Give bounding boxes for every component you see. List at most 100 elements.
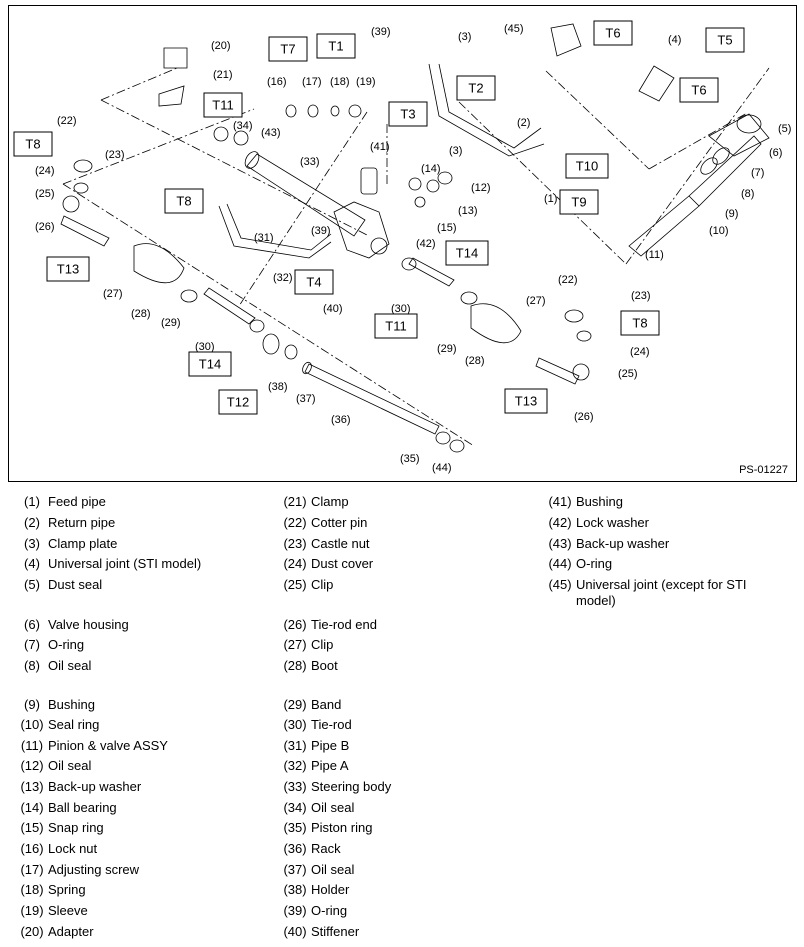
callout-label: (45)	[504, 23, 524, 35]
torque-label-text: T2	[468, 81, 483, 96]
legend-number: (26)	[283, 617, 307, 632]
torque-label-text: T7	[280, 42, 295, 57]
legend-number: (14)	[20, 800, 44, 815]
callout-label: (10)	[709, 225, 729, 237]
legend-number: (18)	[20, 882, 44, 897]
torque-label-t13b: T13	[504, 388, 548, 414]
legend-label: Pipe B	[311, 738, 350, 753]
callout-label: (24)	[35, 165, 55, 177]
torque-label-box	[456, 75, 496, 101]
small-parts	[73, 23, 675, 453]
callout-label: (31)	[254, 232, 274, 244]
torque-label-t14a: T14	[445, 240, 489, 266]
legend-label: Universal joint (STI model)	[48, 556, 202, 571]
diagram-canvas: T7T1T11T8T3T2T6T5T6T10T9T8T13T4T14T11T14…	[13, 20, 791, 474]
callout-label: (23)	[105, 149, 125, 161]
torque-label-text: T13	[57, 262, 79, 277]
legend-number: (37)	[283, 862, 307, 877]
torque-label-text: T8	[25, 137, 40, 152]
torque-label-t8b: T8	[164, 188, 204, 214]
legend-label: Return pipe	[48, 515, 116, 530]
legend-label: Ball bearing	[48, 800, 117, 815]
torque-label-t3: T3	[388, 101, 428, 127]
callout-label: (22)	[558, 274, 578, 286]
torque-label-t4: T4	[294, 269, 334, 295]
torque-label-t9: T9	[559, 189, 599, 215]
valve-housing	[708, 113, 770, 157]
legend-label: Steering body	[311, 779, 392, 794]
callout-label: (3)	[458, 31, 471, 43]
legend-label: Pipe A	[311, 758, 349, 773]
callout-label: (20)	[211, 40, 231, 52]
legend-number: (9)	[24, 697, 40, 712]
legend-number: (4)	[24, 556, 40, 571]
legend-label: Dust cover	[311, 556, 374, 571]
legend-label: Oil seal	[311, 800, 355, 815]
callout-label: (41)	[370, 141, 390, 153]
callout-label: (26)	[35, 221, 55, 233]
legend-number: (30)	[283, 717, 307, 732]
legend-number: (2)	[24, 515, 40, 530]
legend-label: Valve housing	[48, 617, 129, 632]
legend-label: O-ring	[576, 556, 613, 571]
legend-label: Bushing	[576, 494, 623, 509]
torque-label-box	[13, 131, 53, 157]
legend-label: Rack	[311, 841, 341, 856]
torque-label-text: T6	[691, 83, 706, 98]
tie-rod-end-right	[535, 357, 590, 385]
callout-label: (29)	[161, 317, 181, 329]
boot-right	[460, 291, 522, 344]
legend-number: (33)	[283, 779, 307, 794]
tie-rod-left	[203, 287, 265, 333]
torque-label-box	[559, 189, 599, 215]
legend-number: (8)	[24, 658, 40, 673]
legend-number: (22)	[283, 515, 307, 530]
legend-label: Lock washer	[576, 515, 649, 530]
torque-label-box	[164, 188, 204, 214]
legend-label: Boot	[311, 658, 338, 673]
torque-label-box	[593, 20, 633, 46]
torque-label-text: T11	[212, 98, 233, 113]
callout-label: (9)	[725, 208, 738, 220]
legend-number: (43)	[548, 536, 572, 551]
legend-number: (15)	[20, 820, 44, 835]
callout-label: (29)	[437, 343, 457, 355]
torque-label-box	[218, 389, 258, 415]
callout-label: (27)	[103, 288, 123, 300]
callout-label: (12)	[471, 182, 491, 194]
legend-label: Universal joint (except for STI model)	[576, 577, 747, 608]
legend-number: (11)	[20, 738, 44, 753]
callout-label: (2)	[517, 117, 530, 129]
legend-label: Back-up washer	[48, 779, 142, 794]
torque-label-box	[268, 36, 308, 62]
torque-label-box	[294, 269, 334, 295]
callout-label: (14)	[421, 163, 441, 175]
legend-label: O-ring	[48, 637, 85, 652]
callout-label: (32)	[273, 272, 293, 284]
torque-label-text: T13	[515, 394, 537, 409]
legend-label: Clamp	[311, 494, 349, 509]
assembly-outline	[62, 67, 770, 447]
callout-label: (40)	[323, 303, 343, 315]
torque-label-box	[565, 153, 609, 179]
legend-label: Stiffener	[311, 924, 360, 939]
legend-label: Oil seal	[311, 862, 355, 877]
callout-label: (11)	[645, 249, 664, 261]
callout-label: (39)	[311, 225, 331, 237]
legend-number: (35)	[283, 820, 307, 835]
legend-label: Seal ring	[48, 717, 100, 732]
legend-number: (10)	[20, 717, 44, 732]
callout-label: (37)	[296, 393, 316, 405]
callout-label: (7)	[751, 167, 764, 179]
torque-label-text: T9	[571, 195, 586, 210]
callout-label: (6)	[769, 147, 782, 159]
legend-number: (21)	[283, 494, 307, 509]
torque-label-box	[679, 77, 719, 103]
legend-label: Adjusting screw	[48, 862, 140, 877]
callout-label: (26)	[574, 411, 594, 423]
legend-label: Spring	[48, 882, 86, 897]
pipe-lines	[218, 63, 545, 259]
torque-label-box	[188, 351, 232, 377]
callout-label: (22)	[57, 115, 77, 127]
